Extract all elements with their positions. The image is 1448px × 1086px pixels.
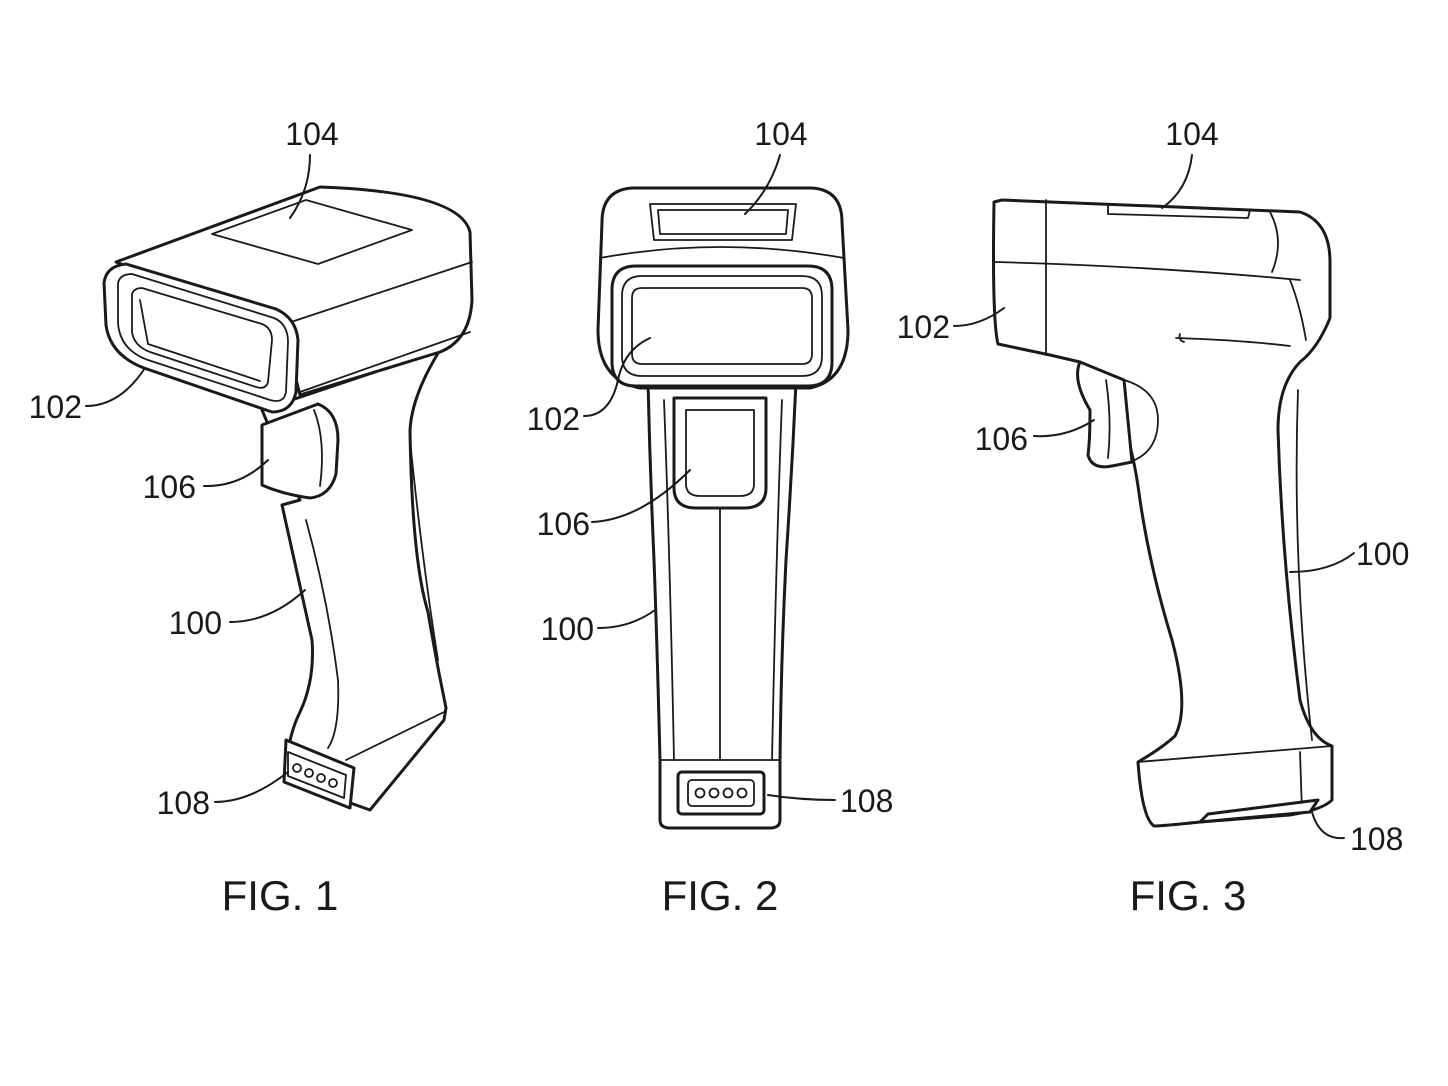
fig2-trigger [672,396,768,510]
fig2-scanner [596,186,850,830]
fig2-caption: FIG. 2 [662,872,779,919]
fig3-caption: FIG. 3 [1130,872,1247,919]
fig1-front-face [102,262,300,414]
fig1-ref-104: 104 [285,116,338,152]
fig3-ref-102: 102 [897,309,950,345]
fig2-ref-100: 100 [541,611,594,647]
fig3-leader-100 [1289,552,1355,573]
fig3-body [992,198,1334,828]
fig3-leader-102 [953,307,1005,327]
fig1-connector-pin [292,763,302,773]
fig1-caption: FIG. 1 [222,872,339,919]
fig2-leader-106 [591,469,691,523]
fig2-ref-102: 102 [527,401,580,437]
fig2-ref-108: 108 [840,783,893,819]
fig1-connector-pin [328,778,338,788]
fig2-leader-102 [583,337,651,417]
fig3-ref-104: 104 [1165,116,1218,152]
fig1-head-top [114,185,474,397]
fig1-connector-pin [304,768,314,778]
fig2-connector-pin [694,787,706,799]
fig2-connector-pin [722,787,734,799]
fig3-ref-106: 106 [975,421,1028,457]
fig2-ref-104: 104 [754,116,807,152]
fig3-top-window [1107,203,1251,219]
fig1-ref-106: 106 [143,469,196,505]
fig3-leader-108 [1311,811,1345,840]
fig2-connector-pin [736,787,748,799]
fig3-connector-base [1198,798,1320,824]
fig3-leader-106 [1033,419,1095,438]
fig1-leader-106 [203,459,269,488]
fig2-scan-window [631,287,813,365]
fig1-leader-104 [289,154,311,219]
fig3-scanner [992,198,1334,828]
fig2-ref-106: 106 [537,506,590,542]
fig2-connector-housing [676,770,766,816]
fig3-ref-100: 100 [1356,536,1409,572]
fig1-scanner [102,185,474,812]
fig1-top-window [211,199,413,265]
fig2-leader-104 [744,154,781,215]
fig2-leader-108 [767,794,836,801]
fig2-top-window [649,203,797,241]
fig3-ref-108: 108 [1350,821,1403,857]
fig1-ref-108: 108 [157,785,210,821]
fig1-leader-102 [85,367,146,407]
fig1-leader-100 [229,589,306,623]
fig1-connector-pin [316,773,326,783]
fig1-leader-108 [214,771,289,803]
fig1-ref-102: 102 [29,389,82,425]
fig1-ref-100: 100 [169,605,222,641]
fig2-front-face [610,264,834,388]
fig2-connector-pin [708,787,720,799]
fig3-leader-104 [1161,154,1193,209]
fig2-leader-100 [597,609,656,629]
fig1-scan-window [131,287,273,389]
fig3-trigger [1076,360,1134,469]
